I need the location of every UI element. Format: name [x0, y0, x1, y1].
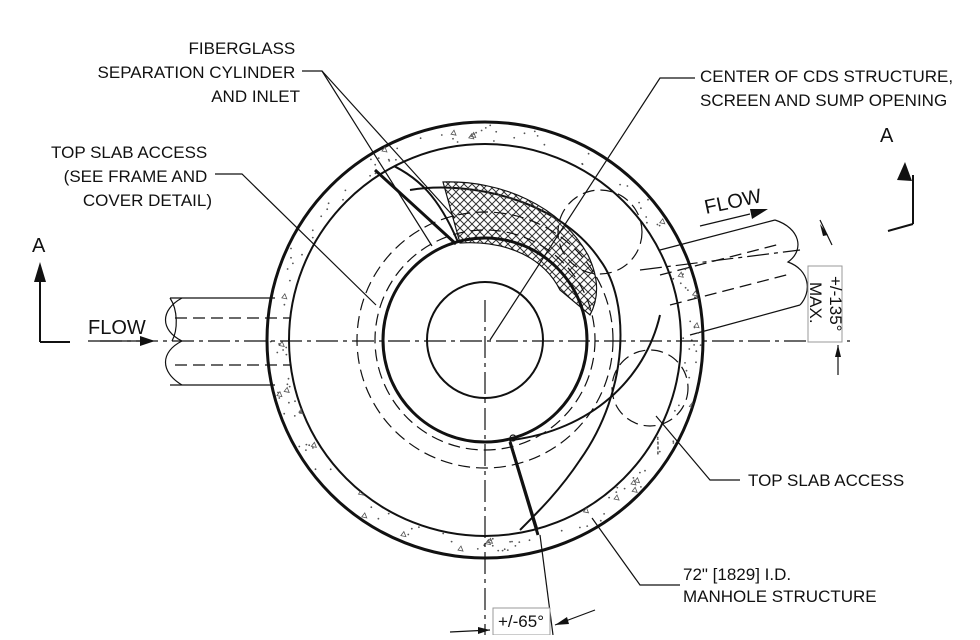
label-top-slab-access-right: TOP SLAB ACCESS	[748, 471, 904, 490]
label-center: CENTER OF CDS STRUCTURE, SCREEN AND SUMP…	[700, 67, 958, 110]
angle-bottom-box: +/-65°	[492, 607, 551, 636]
centerlines	[100, 249, 850, 635]
section-marker-left	[34, 262, 70, 343]
svg-text:+/-135° MAX.: +/-135° MAX.	[806, 276, 845, 336]
angle-outlet-box: +/-135° MAX.	[806, 265, 845, 343]
section-marker-right	[887, 162, 914, 232]
label-manhole-structure: 72" [1829] I.D. MANHOLE STRUCTURE	[683, 565, 877, 606]
label-section-a-left: A	[32, 235, 46, 257]
flow-arrow-right	[699, 209, 768, 227]
label-separation-cylinder: FIBERGLASS SEPARATION CYLINDER AND INLET	[98, 39, 300, 106]
manhole-wall	[265, 120, 705, 560]
label-flow-left: FLOW	[88, 317, 146, 339]
leader-lines	[215, 70, 740, 586]
outlet-pipe	[659, 219, 808, 336]
separation-cylinder-hatch	[442, 181, 598, 316]
flow-arrow-left	[88, 336, 155, 346]
dimension-marks	[449, 219, 841, 636]
label-top-slab-access-left: TOP SLAB ACCESS (SEE FRAME AND COVER DET…	[51, 143, 212, 210]
svg-text:+/-65°: +/-65°	[498, 612, 544, 631]
label-section-a-right: A	[880, 125, 894, 147]
separation-cylinder	[381, 236, 589, 444]
